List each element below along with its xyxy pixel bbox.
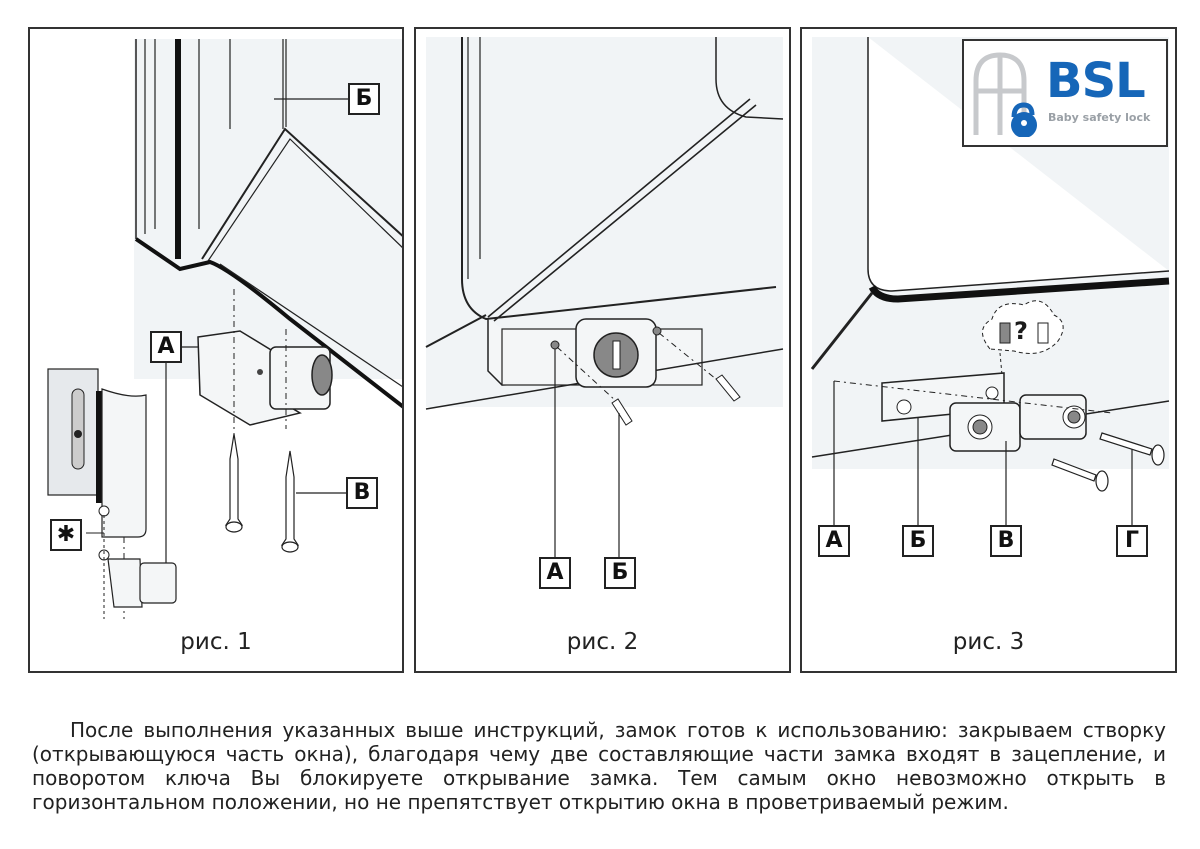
label-v: В xyxy=(990,525,1022,557)
figure-2-illustration xyxy=(425,37,784,557)
window-lock-icon xyxy=(973,52,1037,137)
label-a: А xyxy=(150,331,182,363)
label-g: Г xyxy=(1116,525,1148,557)
label-b: Б xyxy=(348,83,380,115)
figure-3-panel: ? BSL Baby safety lock А Б В Г рис. 3 xyxy=(800,27,1177,673)
bsl-logo: BSL Baby safety lock xyxy=(962,39,1168,147)
label-a: А xyxy=(818,525,850,557)
label-v: В xyxy=(346,477,378,509)
figure-3-caption: рис. 3 xyxy=(952,629,1025,655)
figure-1-illustration xyxy=(47,39,402,619)
label-a: А xyxy=(539,557,571,589)
figure-2-caption: рис. 2 xyxy=(566,629,639,655)
figure-1-panel: Б А В ✱ рис. 1 xyxy=(28,27,404,673)
brand-tagline: Baby safety lock xyxy=(1048,111,1151,124)
instructions-paragraph: После выполнения указанных выше инструкц… xyxy=(32,718,1166,814)
label-asterisk: ✱ xyxy=(50,519,82,551)
callout-question: ? xyxy=(1014,317,1028,345)
label-b: Б xyxy=(902,525,934,557)
brand-name: BSL xyxy=(1046,53,1146,109)
figure-1-caption: рис. 1 xyxy=(180,629,252,655)
figure-2-panel: А Б рис. 2 xyxy=(414,27,791,673)
label-b: Б xyxy=(604,557,636,589)
